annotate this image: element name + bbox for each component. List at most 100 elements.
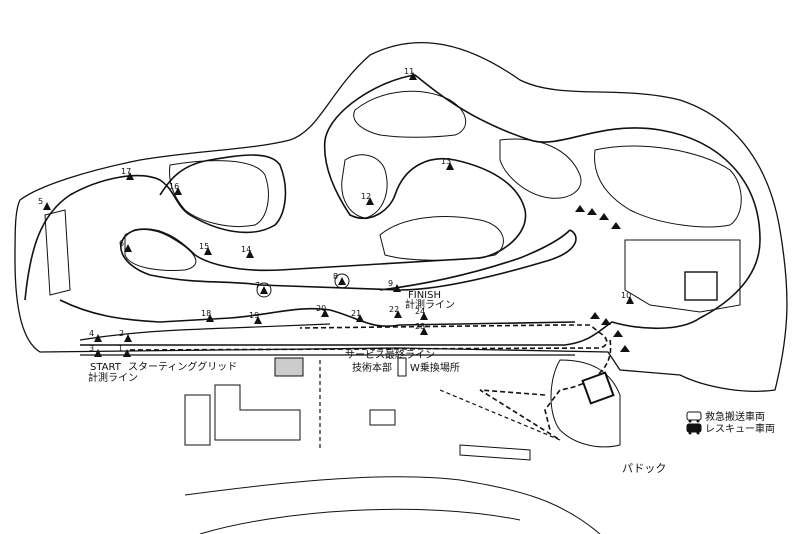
island-north-1 bbox=[169, 160, 269, 228]
post-marker-3 bbox=[94, 349, 102, 357]
post-marker-23 bbox=[420, 327, 428, 335]
post-number-2: 2 bbox=[119, 329, 124, 338]
post-number-21: 21 bbox=[351, 309, 361, 318]
post-4: 4 bbox=[89, 329, 102, 342]
island-east-3 bbox=[624, 239, 741, 313]
paddock-building bbox=[581, 371, 615, 405]
island-east-1 bbox=[499, 138, 582, 199]
post-9: 9 bbox=[388, 279, 401, 292]
post-marker-19 bbox=[254, 316, 262, 324]
island-center-2 bbox=[379, 216, 504, 261]
post-marker-8 bbox=[338, 277, 346, 285]
road-south-2 bbox=[199, 508, 521, 534]
post-20: 20 bbox=[316, 304, 329, 317]
post-number-10: 10 bbox=[621, 291, 631, 300]
post-number-18: 18 bbox=[201, 309, 211, 318]
post-number-24: 24 bbox=[415, 307, 425, 316]
island-east-2 bbox=[594, 145, 742, 228]
post-21: 21 bbox=[351, 309, 364, 322]
ambulance-icon bbox=[686, 411, 702, 423]
post-marker-22 bbox=[394, 310, 402, 318]
post-19: 19 bbox=[249, 311, 262, 324]
post-marker-16 bbox=[174, 187, 182, 195]
post-ring-7 bbox=[256, 282, 272, 298]
post-marker-17 bbox=[126, 172, 134, 180]
post-1: 1 bbox=[118, 344, 131, 357]
pit-building bbox=[274, 357, 304, 377]
label-timing-line-finish: 計測ライン bbox=[405, 298, 455, 311]
post-marker-4 bbox=[94, 334, 102, 342]
label-service-final-line: サービス最終ライン bbox=[345, 348, 435, 361]
label-paddock: パドック bbox=[622, 462, 666, 475]
post-marker-11 bbox=[409, 72, 417, 80]
post-marker-20 bbox=[321, 309, 329, 317]
post-marker-9 bbox=[393, 284, 401, 292]
post-marker-13 bbox=[446, 162, 454, 170]
access-dashed bbox=[319, 360, 561, 450]
track-south-inner bbox=[79, 323, 331, 341]
post-number-7: 7 bbox=[255, 281, 260, 290]
track-lower-straight bbox=[59, 299, 576, 327]
island-north-2 bbox=[353, 90, 467, 138]
track-inner-west bbox=[24, 154, 287, 301]
post-22: 22 bbox=[389, 305, 402, 318]
post-number-17: 17 bbox=[121, 167, 131, 176]
post-number-9: 9 bbox=[388, 279, 393, 288]
post-number-4: 4 bbox=[89, 329, 94, 338]
post-marker-7 bbox=[260, 286, 268, 294]
label-timing-line-start: 計測ライン bbox=[88, 371, 138, 384]
post-marker-10 bbox=[626, 296, 634, 304]
island-center bbox=[341, 154, 388, 219]
post-number-12: 12 bbox=[361, 192, 371, 201]
post-marker-21 bbox=[356, 314, 364, 322]
post-number-20: 20 bbox=[316, 304, 326, 313]
post-5: 5 bbox=[38, 197, 51, 210]
post-marker-2 bbox=[124, 334, 132, 342]
post-14: 14 bbox=[241, 245, 254, 258]
post-number-13: 13 bbox=[441, 157, 451, 166]
rescue-icon bbox=[686, 423, 702, 435]
label-start: START bbox=[90, 362, 122, 373]
post-3: 3 bbox=[89, 344, 102, 357]
post-number-14: 14 bbox=[241, 245, 251, 254]
facility-centre bbox=[369, 409, 531, 461]
direction-markers bbox=[575, 205, 630, 352]
post-12: 12 bbox=[361, 192, 374, 205]
post-number-1: 1 bbox=[118, 344, 123, 353]
post-2: 2 bbox=[119, 329, 132, 342]
post-number-16: 16 bbox=[169, 182, 179, 191]
post-6: 6 bbox=[119, 239, 132, 252]
post-15: 15 bbox=[199, 242, 212, 255]
label-finish: FINISH bbox=[408, 290, 441, 301]
post-number-6: 6 bbox=[119, 239, 124, 248]
w-transfer-marker bbox=[397, 357, 407, 377]
label-w-transfer: W乗換場所 bbox=[410, 361, 460, 374]
island-west-2 bbox=[124, 229, 197, 271]
paddock-area bbox=[550, 359, 621, 448]
post-11: 11 bbox=[404, 67, 417, 80]
post-marker-24 bbox=[420, 312, 428, 320]
road-south bbox=[184, 476, 601, 534]
post-24: 24 bbox=[415, 307, 428, 320]
post-marker-6 bbox=[124, 244, 132, 252]
label-starting-grid: スターティンググリッド bbox=[128, 360, 237, 373]
race-track bbox=[80, 74, 761, 346]
post-marker-15 bbox=[204, 247, 212, 255]
post-marker-18 bbox=[206, 314, 214, 322]
post-13: 13 bbox=[441, 157, 454, 170]
post-number-15: 15 bbox=[199, 242, 209, 251]
post-number-5: 5 bbox=[38, 197, 43, 206]
post-number-11: 11 bbox=[404, 67, 414, 76]
post-marker-12 bbox=[366, 197, 374, 205]
property-boundary bbox=[14, 41, 788, 392]
post-number-3: 3 bbox=[89, 344, 94, 353]
post-ring-8 bbox=[334, 273, 350, 289]
post-number-23: 23 bbox=[415, 322, 425, 331]
post-18: 18 bbox=[201, 309, 214, 322]
post-marker-14 bbox=[246, 250, 254, 258]
building-east bbox=[684, 271, 718, 301]
service-route bbox=[129, 324, 612, 441]
post-number-22: 22 bbox=[389, 305, 399, 314]
